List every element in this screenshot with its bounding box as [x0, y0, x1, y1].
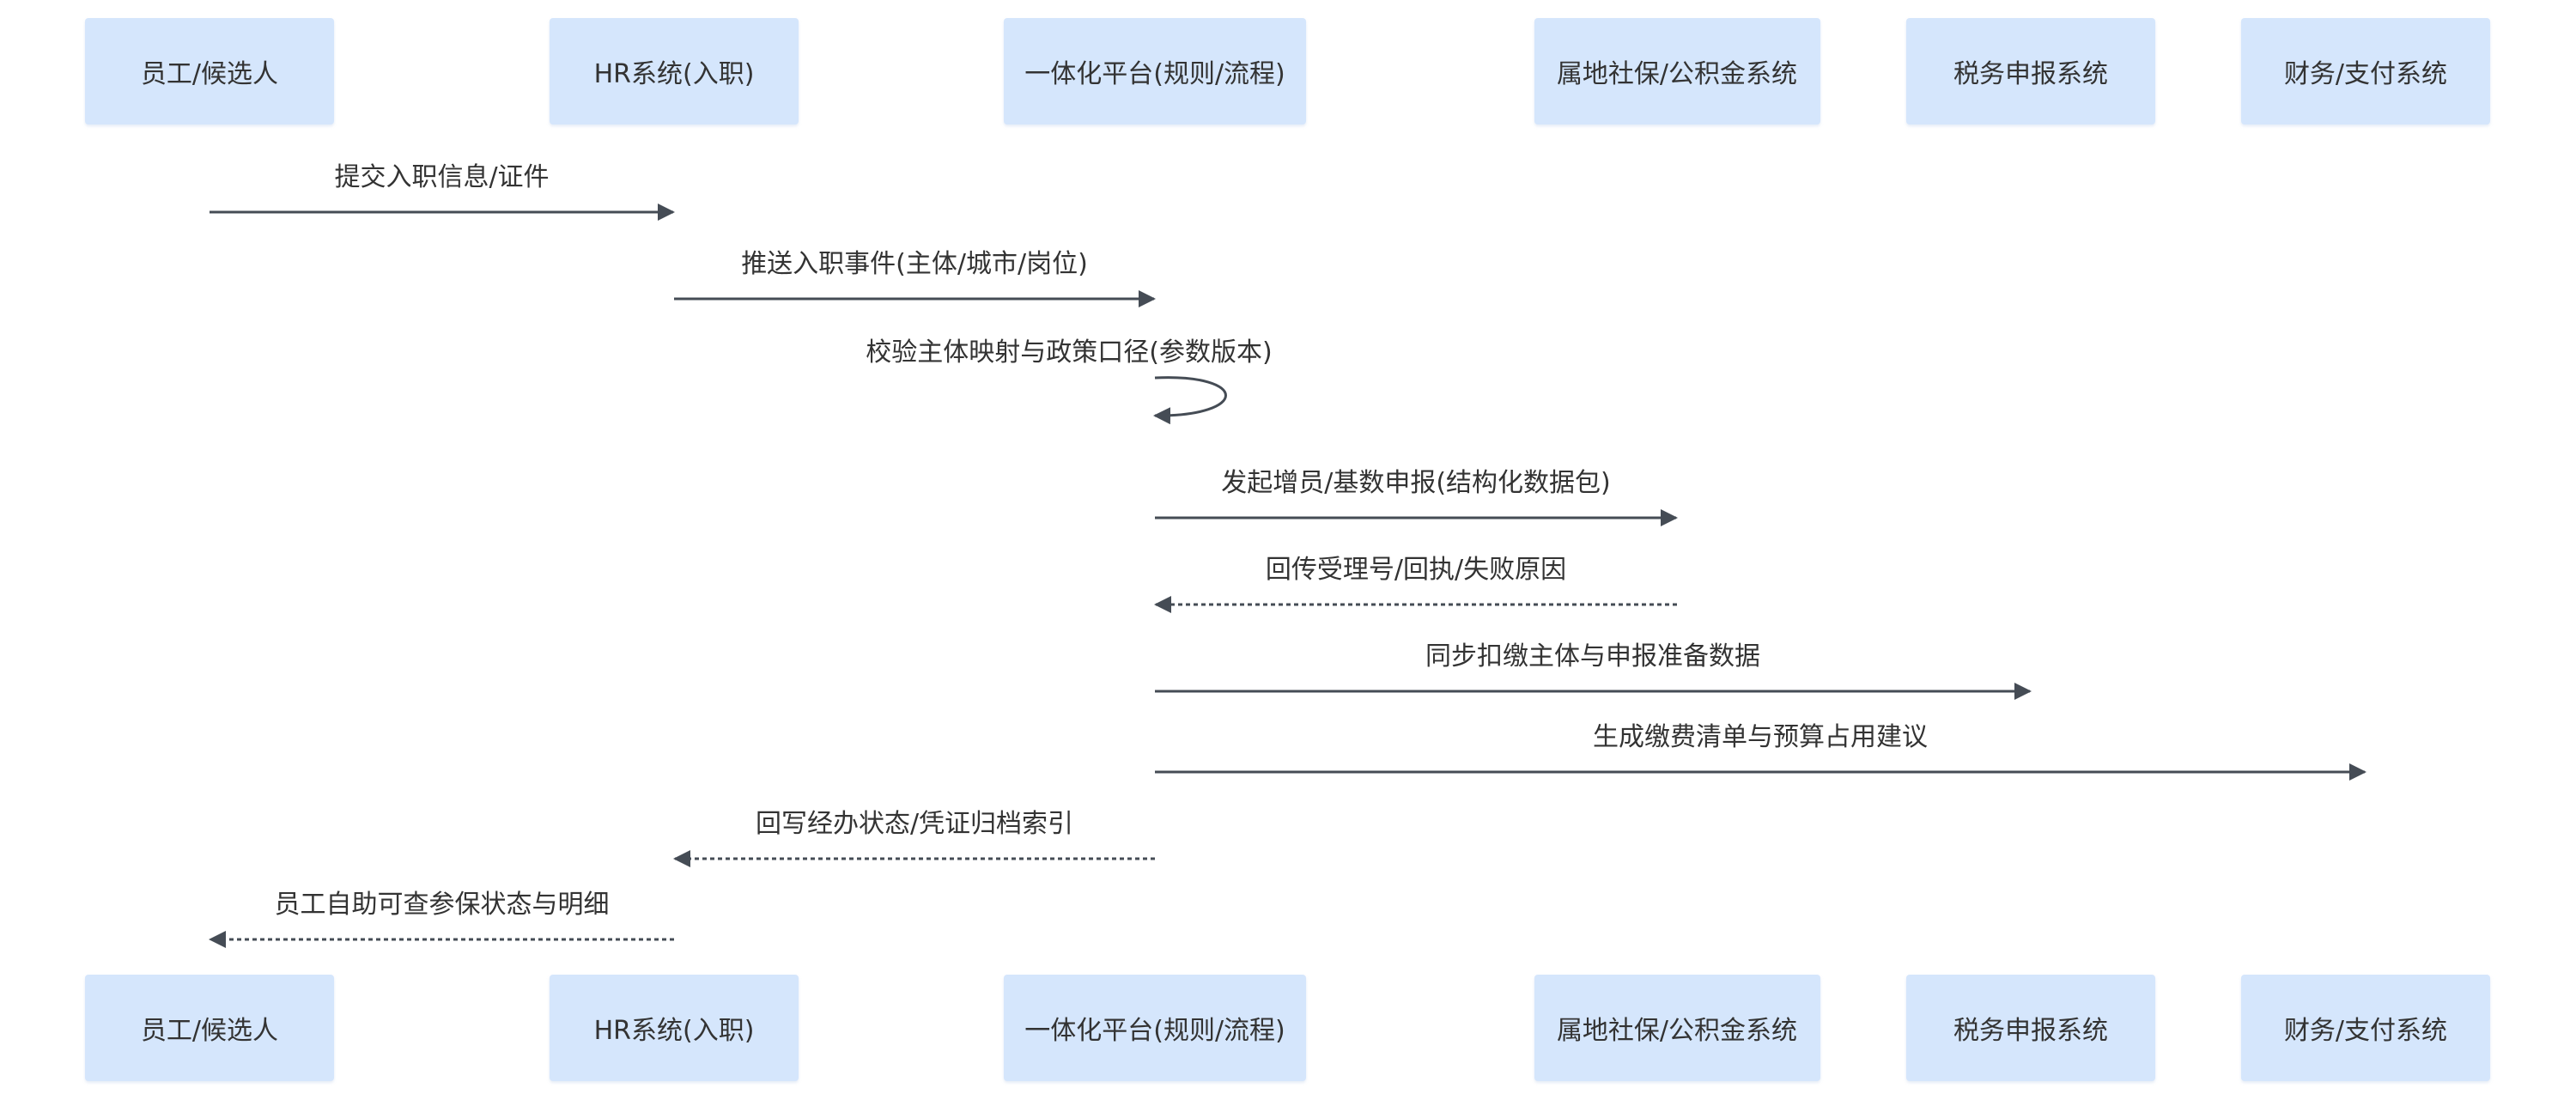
participant-tax-top[interactable]: 税务申报系统	[1906, 18, 2155, 125]
self-call-arrow	[1153, 376, 1227, 425]
participant-finance-top[interactable]: 财务/支付系统	[2241, 18, 2490, 125]
participant-tax-bottom[interactable]: 税务申报系统	[1906, 975, 2155, 1081]
message-label: 校验主体映射与政策口径(参数版本)	[866, 337, 1273, 368]
participant-employee-bottom[interactable]: 员工/候选人	[85, 975, 334, 1081]
participant-employee-top[interactable]: 员工/候选人	[85, 18, 334, 125]
participant-social-top[interactable]: 属地社保/公积金系统	[1534, 18, 1820, 125]
message-label: 生成缴费清单与预算占用建议	[1593, 722, 1928, 752]
message-label: 同步扣缴主体与申报准备数据	[1425, 641, 1760, 672]
message-label: 回写经办状态/凭证归档索引	[755, 809, 1074, 839]
participant-platform-bottom[interactable]: 一体化平台(规则/流程)	[1004, 975, 1306, 1081]
participant-social-bottom[interactable]: 属地社保/公积金系统	[1534, 975, 1820, 1081]
participant-platform-top[interactable]: 一体化平台(规则/流程)	[1004, 18, 1306, 125]
participant-finance-bottom[interactable]: 财务/支付系统	[2241, 975, 2490, 1081]
message-label: 提交入职信息/证件	[334, 162, 550, 192]
message-label: 推送入职事件(主体/城市/岗位)	[741, 249, 1088, 279]
participant-hr-bottom[interactable]: HR系统(入职)	[550, 975, 799, 1081]
message-label: 发起增员/基数申报(结构化数据包)	[1221, 468, 1611, 498]
message-label: 员工自助可查参保状态与明细	[274, 890, 610, 920]
message-label: 回传受理号/回执/失败原因	[1265, 555, 1567, 585]
participant-hr-top[interactable]: HR系统(入职)	[550, 18, 799, 125]
